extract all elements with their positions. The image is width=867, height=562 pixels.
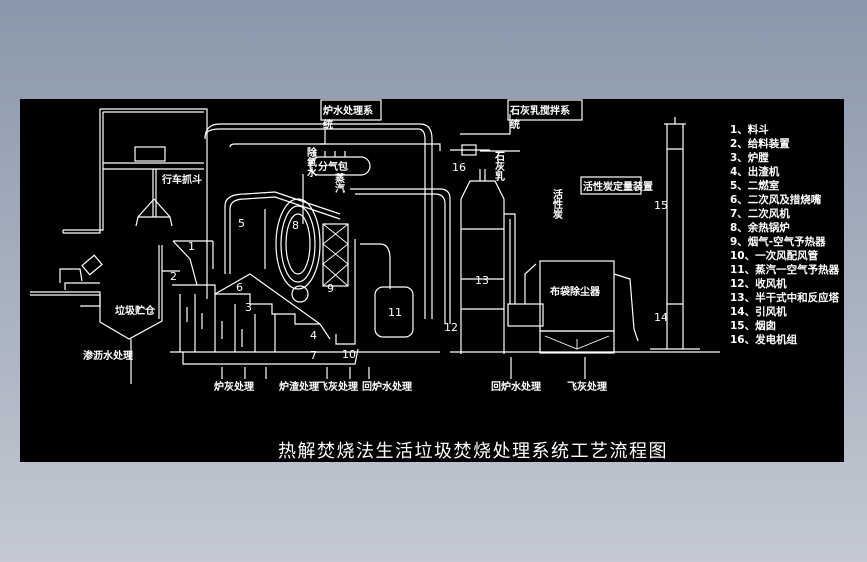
legend-item: 11、蒸汽一空气予热器 xyxy=(730,263,840,276)
steam-air-preheater xyxy=(374,286,414,338)
callout-14: 14 xyxy=(654,311,668,324)
legend-item: 9、烟气-空气予热器 xyxy=(730,235,826,248)
crane-grab-label: 行车抓斗 xyxy=(161,173,202,186)
waste-heat-boiler xyxy=(275,174,356,345)
legend-item: 16、发电机组 xyxy=(730,333,798,346)
boiler-water-label-cont: 统 xyxy=(323,118,333,131)
generator xyxy=(450,144,490,156)
dump-truck xyxy=(81,254,103,276)
secondary-chamber xyxy=(224,191,341,274)
baghouse-label: 布袋除尘器 xyxy=(550,285,601,298)
lime-milk-label-cont: 统 xyxy=(510,118,520,131)
legend: 1、料斗 2、给料装置 3、炉膛 4、出渣机 5、二燃室 6、二次风及措烧嘴 7… xyxy=(730,123,840,346)
lime-milk-vertical-label: 石灰乳 xyxy=(493,151,506,182)
baghouse xyxy=(524,260,639,354)
legend-item: 12、收风机 xyxy=(730,277,787,290)
activated-carbon-vertical-label: 活性炭 xyxy=(551,188,564,220)
legend-item: 3、炉膛 xyxy=(730,151,769,164)
diagram-title: 热解焚烧法生活垃圾焚烧处理系统工艺流程图 xyxy=(278,441,668,462)
output-label-flyash-1: 飞灰处理 xyxy=(318,380,358,393)
process-flow-diagram: 行车抓斗 垃圾贮仓 渗沥水处理 炉水处理系 统 石灰乳搅拌系 统 分气包 活性炭… xyxy=(30,99,840,462)
legend-item: 7、二次风机 xyxy=(730,207,790,220)
lime-milk-label: 石灰乳搅拌系 xyxy=(509,104,570,117)
callout-9: 9 xyxy=(327,282,334,295)
callout-11: 11 xyxy=(388,306,402,319)
legend-item: 1、料斗 xyxy=(730,123,769,136)
legend-item: 13、半干式中和反应塔 xyxy=(730,291,840,304)
output-label-ash: 炉灰处理 xyxy=(214,380,254,393)
legend-item: 10、一次风配风管 xyxy=(730,249,819,262)
callout-2: 2 xyxy=(170,270,177,283)
output-label-return-water-2: 回炉水处理 xyxy=(491,380,541,393)
callout-15: 15 xyxy=(654,199,668,212)
crane-frame xyxy=(62,108,208,299)
callout-5: 5 xyxy=(238,217,245,230)
reaction-tower xyxy=(460,169,544,354)
legend-item: 15、烟囱 xyxy=(730,319,776,332)
chimney xyxy=(650,117,700,350)
grab-bucket xyxy=(135,198,173,227)
callout-4: 4 xyxy=(310,329,317,342)
callout-12: 12 xyxy=(444,321,458,334)
callout-8: 8 xyxy=(292,219,299,232)
callout-1: 1 xyxy=(188,240,195,253)
callout-13: 13 xyxy=(475,274,489,287)
activated-carbon-label-box xyxy=(580,176,642,195)
output-label-return-water-1: 回炉水处理 xyxy=(362,380,412,393)
leachate-label: 渗沥水处理 xyxy=(83,349,133,362)
drawing-canvas: 行车抓斗 垃圾贮仓 渗沥水处理 炉水处理系 统 石灰乳搅拌系 统 分气包 活性炭… xyxy=(20,99,844,462)
legend-item: 14、引风机 xyxy=(730,305,787,318)
crane-trolley xyxy=(134,146,166,162)
refuse-pit-label: 垃圾贮仓 xyxy=(115,304,156,317)
legend-item: 2、给料装置 xyxy=(730,137,790,150)
legend-item: 4、出渣机 xyxy=(730,165,780,178)
legend-item: 8、余热锅炉 xyxy=(730,221,790,234)
callout-3: 3 xyxy=(245,301,252,314)
legend-item: 6、二次风及措烧嘴 xyxy=(730,193,822,206)
callout-16: 16 xyxy=(452,161,466,174)
steam-header-label: 分气包 xyxy=(318,160,348,173)
deaerator-water-label: 除氧水 xyxy=(305,146,318,178)
callout-7: 7 xyxy=(310,349,317,362)
legend-item: 5、二燃室 xyxy=(730,179,780,192)
boiler-water-label-box xyxy=(320,99,382,121)
refuse-pit xyxy=(30,245,180,369)
lime-milk-label-box xyxy=(507,99,583,121)
steam-label: 蒸汽 xyxy=(333,172,345,194)
furnace-grate xyxy=(170,273,440,365)
output-label-flyash-2: 飞灰处理 xyxy=(567,380,607,393)
pipes xyxy=(204,114,520,324)
steam-header xyxy=(309,151,371,176)
hopper xyxy=(172,240,214,286)
callout-10: 10 xyxy=(342,348,356,361)
callout-6: 6 xyxy=(236,281,243,294)
output-arrows xyxy=(130,357,586,384)
boiler-water-label: 炉水处理系 xyxy=(323,104,373,117)
output-label-slag: 炉渣处理 xyxy=(279,380,319,393)
activated-carbon-label: 活性炭定量装置 xyxy=(583,180,653,193)
